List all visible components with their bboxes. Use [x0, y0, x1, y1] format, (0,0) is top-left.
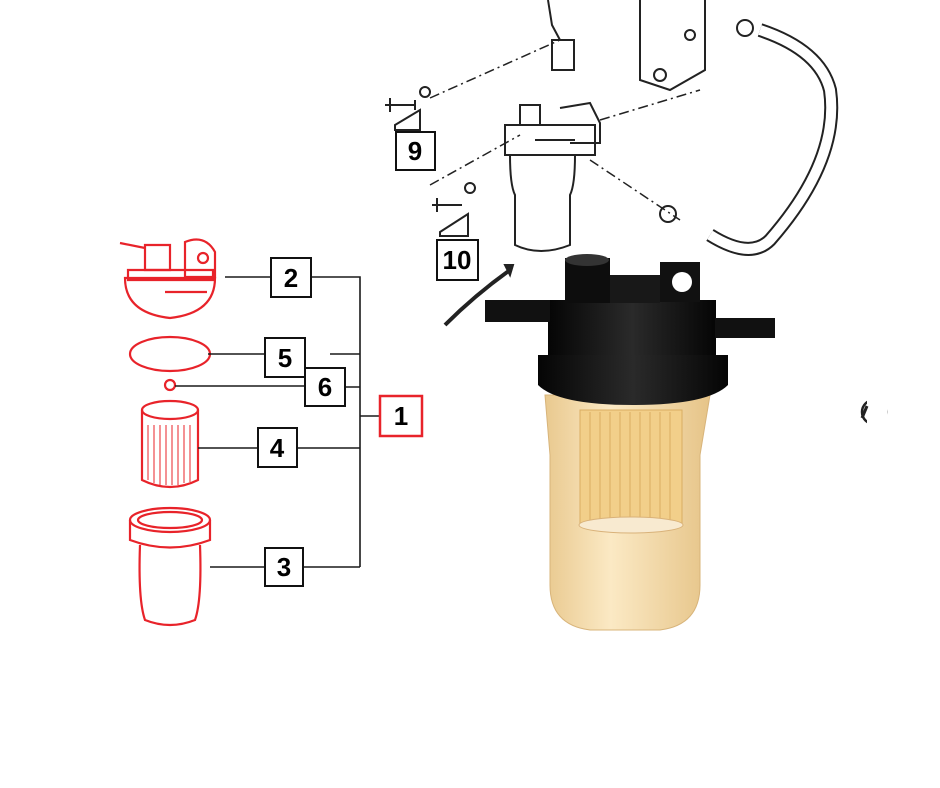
bolt-10 [432, 198, 462, 212]
callout-9: 9 [395, 131, 436, 171]
callout-label: 1 [394, 401, 408, 431]
bracket-hole [653, 68, 667, 82]
filter-bowl-part [128, 506, 212, 627]
callout-label: 6 [318, 372, 332, 402]
filter-element-part [140, 399, 200, 489]
callout-5: 5 [264, 337, 306, 378]
bolt-9 [385, 98, 416, 112]
callout-3: 3 [264, 547, 304, 587]
callout-2: 2 [270, 257, 312, 298]
callout-label: 4 [270, 433, 285, 463]
reference-sketch [385, 0, 839, 327]
o-ring-large [128, 335, 212, 373]
callout-label: 2 [284, 263, 298, 293]
callout-label: 10 [443, 245, 472, 275]
filter-head-part [119, 238, 217, 320]
partial-circle-marker [860, 395, 888, 435]
callout-label: 3 [277, 552, 291, 582]
callout-4: 4 [257, 427, 298, 468]
callout-1: 1 [378, 394, 424, 438]
callout-10: 10 [436, 239, 479, 281]
leader-lines [175, 276, 380, 568]
o-ring-small [163, 378, 177, 392]
filter-sketch [504, 124, 596, 252]
callout-6: 6 [304, 367, 346, 407]
highlighted-parts [119, 238, 217, 627]
connector-sketch [547, 0, 575, 71]
bracket-sketch [639, 0, 706, 92]
callout-label: 9 [408, 136, 422, 166]
hose-clamp-top [736, 19, 754, 37]
callout-label: 5 [278, 343, 292, 373]
hose-clamp-bottom [659, 205, 677, 223]
fuel-filter-photo [485, 254, 775, 631]
